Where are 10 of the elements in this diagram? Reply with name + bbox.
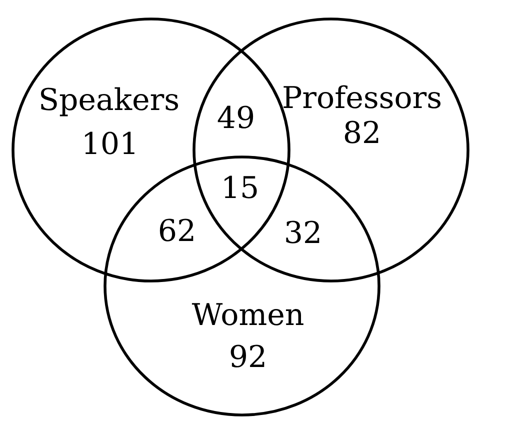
region-count: 62 [160, 218, 194, 242]
set-count: 101 [85, 132, 134, 154]
region-count: 49 [218, 106, 254, 128]
set-count: 92 [230, 344, 264, 368]
set-label: Women [192, 303, 304, 326]
region-count: 15 [224, 176, 257, 198]
set-count: 82 [344, 120, 378, 144]
set-label: Speakers [41, 87, 178, 116]
set-label: Professors [284, 85, 440, 108]
region-count: 32 [286, 220, 320, 244]
